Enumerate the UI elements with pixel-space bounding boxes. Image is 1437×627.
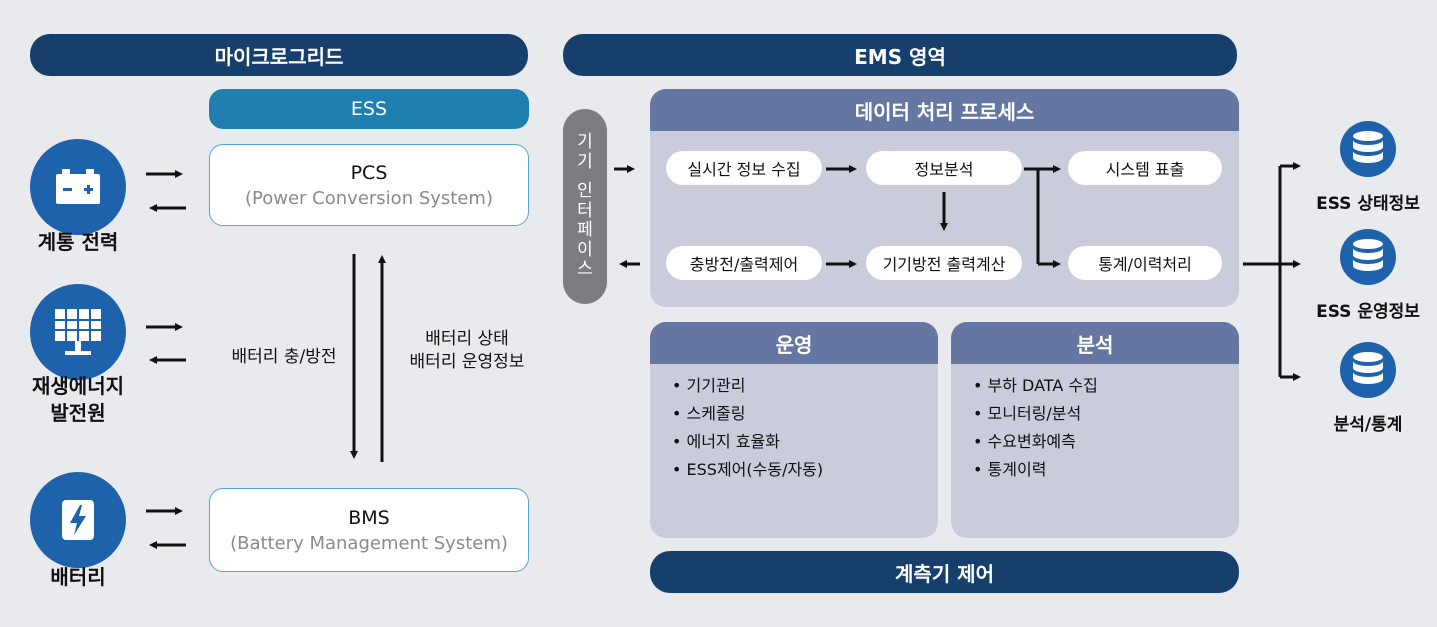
- battery-status-label: 배터리 상태 배터리 운영정보: [409, 329, 525, 372]
- step-charge-control: 충방전/출력제어: [666, 246, 822, 280]
- grid-power-node: [30, 139, 126, 235]
- interface-char: 터: [577, 200, 593, 221]
- bms-title: BMS: [348, 506, 390, 529]
- operation-panel: 운영 기기관리 스케줄링 에너지 효율화 ESS제어(수동/자동): [650, 322, 938, 538]
- list-item: 부하 DATA 수집: [973, 372, 1098, 400]
- solar-panel-icon: [55, 309, 101, 355]
- grid-power-label: 계통 전력: [37, 230, 119, 254]
- ess-status-db: [1340, 121, 1396, 177]
- analysis-list: 부하 DATA 수집 모니터링/분석 수요변화예측 통계이력: [973, 372, 1098, 484]
- ess-status-label: ESS 상태정보: [1316, 194, 1420, 214]
- battery-label: 배터리: [50, 565, 106, 589]
- device-interface: 기 기 인 터 페 이 스: [563, 109, 607, 304]
- list-item: 스케줄링: [672, 400, 823, 428]
- data-processing-title: 데이터 처리 프로세스: [650, 89, 1239, 131]
- meter-control-bar: 계측기 제어: [650, 551, 1239, 593]
- step-realtime: 실시간 정보 수집: [666, 151, 822, 185]
- list-item: 에너지 효율화: [672, 428, 823, 456]
- step-display: 시스템 표출: [1068, 151, 1222, 185]
- interface-char: 인: [577, 181, 593, 202]
- bms-subtitle: (Battery Management System): [230, 532, 508, 554]
- ems-area-header: EMS 영역: [563, 34, 1237, 76]
- database-icon: [1353, 131, 1383, 163]
- ess-header: ESS: [209, 89, 529, 129]
- step-stats: 통계/이력처리: [1068, 246, 1222, 280]
- step-calc: 기기방전 출력계산: [866, 246, 1022, 280]
- bms-box: BMS (Battery Management System): [209, 488, 529, 572]
- pcs-title: PCS: [350, 161, 388, 184]
- analysis-stats-db: [1340, 342, 1396, 398]
- operation-list: 기기관리 스케줄링 에너지 효율화 ESS제어(수동/자동): [672, 372, 824, 484]
- list-item: ESS제어(수동/자동): [672, 456, 824, 484]
- renewable-node: [30, 284, 126, 380]
- battery-node: [30, 472, 126, 568]
- ess-operation-label: ESS 운영정보: [1316, 302, 1420, 322]
- analysis-panel: 분석 부하 DATA 수집 모니터링/분석 수요변화예측 통계이력: [951, 322, 1239, 538]
- pcs-box: PCS (Power Conversion System): [209, 144, 529, 226]
- battery-icon: [56, 169, 100, 204]
- battery-charge-label: 배터리 충/방전: [231, 347, 337, 367]
- operation-title: 운영: [650, 322, 938, 364]
- lightning-icon: [62, 500, 94, 540]
- list-item: 통계이력: [973, 456, 1098, 484]
- analysis-title: 분석: [951, 322, 1239, 364]
- microgrid-header: 마이크로그리드: [30, 34, 528, 76]
- interface-char: 페: [577, 220, 593, 241]
- interface-char: 기: [577, 151, 593, 172]
- database-icon: [1353, 352, 1383, 384]
- database-icon: [1353, 239, 1383, 271]
- interface-char: 스: [577, 259, 593, 280]
- step-analysis: 정보분석: [866, 151, 1022, 185]
- list-item: 기기관리: [672, 372, 823, 400]
- pcs-subtitle: (Power Conversion System): [245, 187, 493, 209]
- ess-operation-db: [1340, 229, 1396, 285]
- interface-char: 기: [577, 132, 593, 153]
- renewable-label: 재생에너지 발전원: [32, 374, 124, 425]
- interface-char: 이: [577, 239, 593, 260]
- analysis-stats-label: 분석/통계: [1333, 415, 1403, 435]
- list-item: 수요변화예측: [973, 428, 1098, 456]
- list-item: 모니터링/분석: [973, 400, 1098, 428]
